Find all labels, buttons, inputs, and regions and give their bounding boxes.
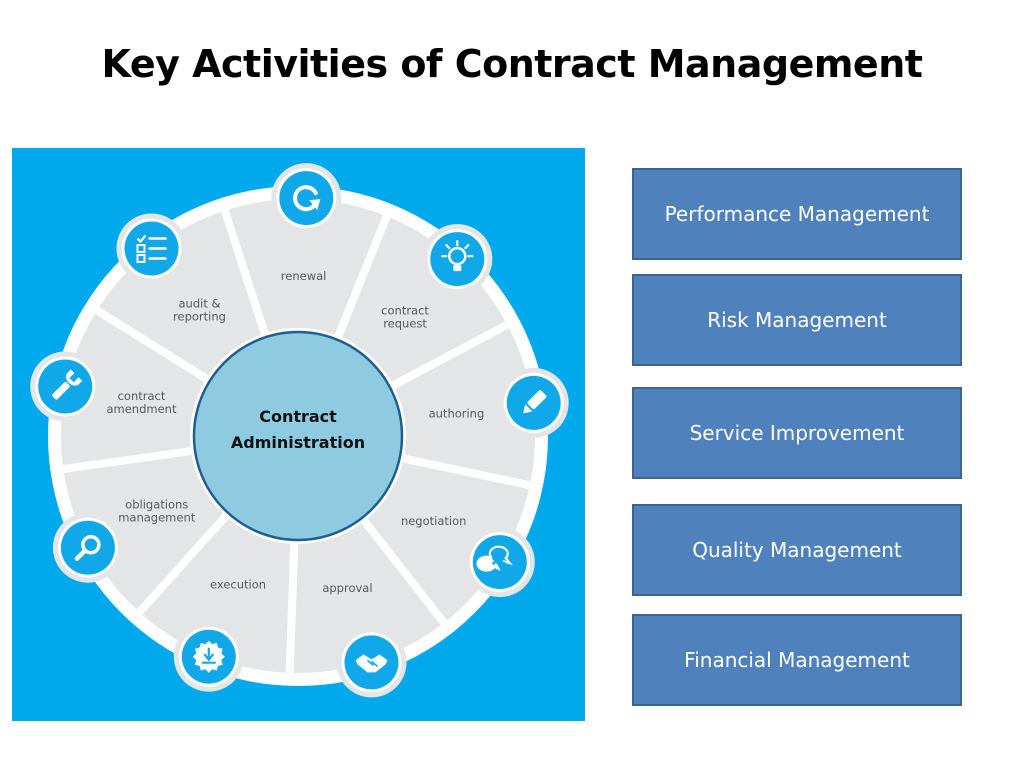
lightbulb-icon <box>422 224 493 295</box>
segment-label: audit &reporting <box>173 296 226 323</box>
activity-quality-management: Quality Management <box>632 504 962 596</box>
handshake-icon <box>336 627 407 698</box>
segment-label: execution <box>210 577 266 591</box>
segment-label: approval <box>322 581 372 595</box>
segment-divider <box>285 535 299 676</box>
download-badge-icon <box>173 621 244 692</box>
segment-divider <box>134 507 235 618</box>
page-title: Key Activities of Contract Management <box>101 42 923 86</box>
wrench-icon <box>30 351 101 422</box>
segment-divider <box>384 319 512 393</box>
activity-service-improvement: Service Improvement <box>632 387 962 479</box>
segment-divider <box>356 512 449 628</box>
hub-label-line1: Contract <box>259 407 337 426</box>
refresh-icon <box>271 163 342 234</box>
segment-divider <box>59 445 200 474</box>
activity-financial-management: Financial Management <box>632 614 962 706</box>
chat-icon <box>464 527 535 598</box>
activity-performance-management: Performance Management <box>632 168 962 260</box>
checklist-icon <box>116 213 187 284</box>
segment-dividers <box>59 206 534 676</box>
segment-label: renewal <box>281 269 327 283</box>
hub-circle <box>192 330 404 542</box>
segment-divider <box>92 305 216 387</box>
hub-label-line2: Administration <box>231 433 365 452</box>
segment-label: authoring <box>429 407 485 421</box>
segment-divider <box>220 206 271 343</box>
pen-icon <box>498 367 569 438</box>
magnifier-icon <box>52 512 123 583</box>
segment-icons <box>30 163 569 698</box>
activity-risk-management: Risk Management <box>632 274 962 366</box>
segment-divider <box>394 452 534 490</box>
segment-divider <box>331 211 392 345</box>
segment-label: negotiation <box>401 514 466 528</box>
